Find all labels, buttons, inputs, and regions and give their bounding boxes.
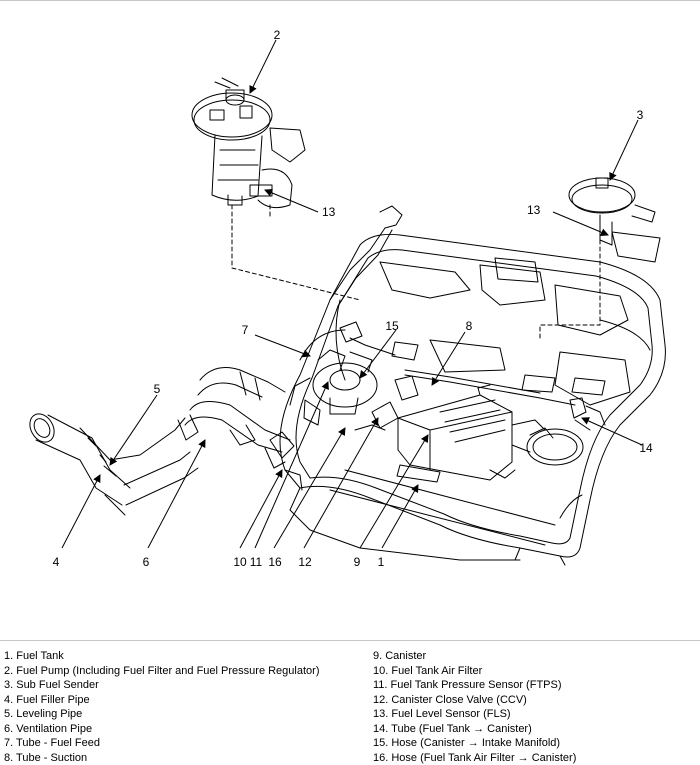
legend-item-fuel-tank: 1. Fuel Tank: [4, 650, 64, 662]
callout-2: 2: [274, 28, 281, 42]
callout-12: 12: [298, 555, 312, 569]
fuel-filler-pipe: [29, 413, 199, 516]
callout-1: 1: [378, 555, 385, 569]
callout-16: 16: [268, 555, 282, 569]
legend-left-column: 1. Fuel Tank 2. Fuel Pump (Including Fue…: [4, 649, 319, 765]
legend-item-tube-suction: 8. Tube - Suction: [4, 751, 88, 764]
callout-11: 11: [250, 555, 263, 569]
legend-item-ftps: 11. Fuel Tank Pressure Sensor (FTPS): [373, 679, 562, 691]
callout-7: 7: [242, 323, 249, 337]
callout-15: 15: [385, 319, 399, 333]
sub-fuel-sender: [568, 177, 661, 263]
legend-item-hose-filter-canister: 16. Hose (Fuel Tank Air Filter → Caniste…: [373, 751, 577, 764]
canister: [397, 384, 546, 481]
fuel-pump: [191, 77, 306, 209]
legend-item-fls: 13. Fuel Level Sensor (FLS): [373, 708, 511, 720]
legend-item-sub-fuel-sender: 3. Sub Fuel Sender: [4, 679, 99, 691]
fuel-tank: [279, 234, 666, 566]
legend-item-tube-fuel-feed: 7. Tube - Fuel Feed: [4, 737, 100, 749]
legend-item-leveling-pipe: 5. Leveling Pipe: [4, 708, 83, 720]
callout-13-pump: 13: [322, 205, 336, 219]
fuel-system-diagram: 2 3 13 13 7 15 8 5 14 4 6 10 11 16 12 9 …: [29, 28, 666, 569]
callout-5: 5: [154, 382, 161, 396]
legend-divider: [0, 640, 700, 641]
fuel-level-sensor-area: [526, 397, 606, 466]
legend-right-column: 9. Canister 10. Fuel Tank Air Filter 11.…: [373, 649, 576, 765]
callout-4: 4: [53, 555, 60, 569]
legend-item-canister: 9. Canister: [373, 650, 427, 662]
legend-item-fuel-tank-air-filter: 10. Fuel Tank Air Filter: [373, 664, 483, 677]
top-divider: [0, 0, 700, 1]
legend-item-fuel-filler-pipe: 4. Fuel Filler Pipe: [4, 693, 90, 706]
valve-cluster: [269, 205, 576, 491]
callout-13-sender: 13: [527, 203, 541, 217]
legend-item-fuel-pump: 2. Fuel Pump (Including Fuel Filter and …: [4, 664, 320, 677]
callout-14: 14: [639, 441, 653, 455]
callout-9: 9: [354, 555, 361, 569]
ventilation-pipe: [177, 367, 291, 469]
callout-8: 8: [466, 319, 473, 333]
legend-item-ventilation-pipe: 6. Ventilation Pipe: [4, 722, 93, 735]
callout-10: 10: [233, 555, 247, 569]
callout-6: 6: [143, 555, 150, 569]
legend-item-tube-tank-canister: 14. Tube (Fuel Tank → Canister): [373, 722, 532, 735]
legend-item-hose-canister-manifold: 15. Hose (Canister → Intake Manifold): [373, 737, 561, 749]
legend-item-ccv: 12. Canister Close Valve (CCV): [373, 693, 527, 706]
leveling-pipe: [79, 417, 186, 477]
callout-3: 3: [637, 108, 644, 122]
